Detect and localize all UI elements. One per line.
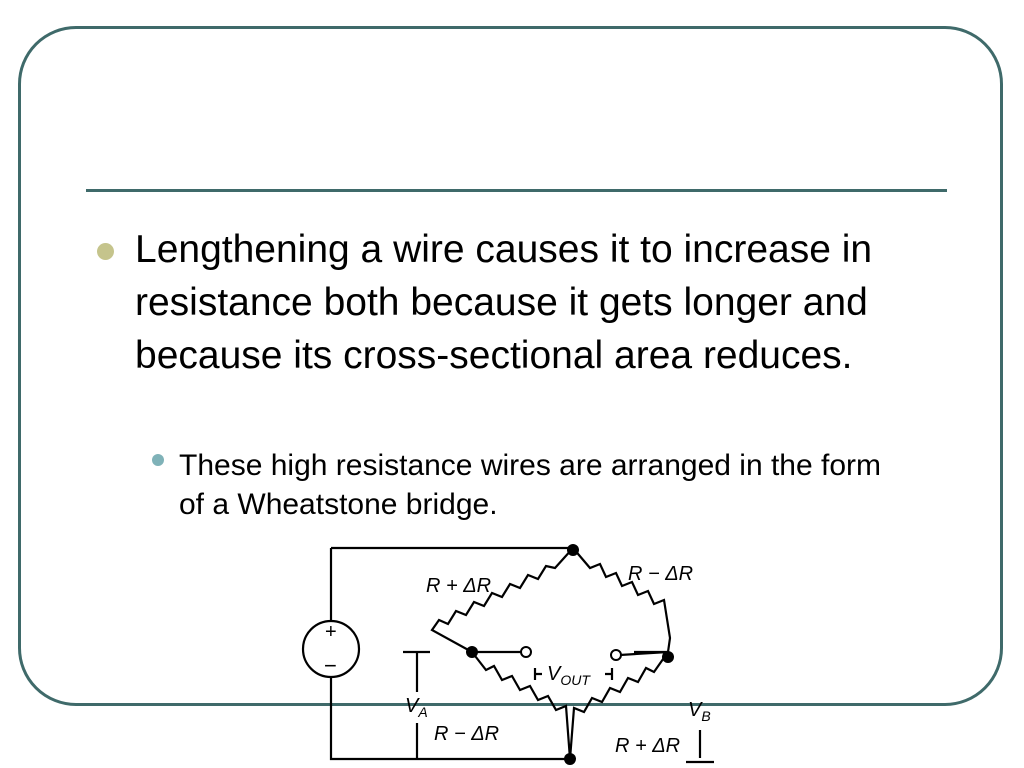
bullet-secondary: These high resistance wires are arranged… [152, 446, 912, 524]
resistor-bottom-left [471, 651, 572, 760]
source-plus: + [325, 621, 337, 643]
voltage-source-icon [301, 619, 361, 679]
label-bottom-right: R + ΔR [615, 735, 680, 757]
bullet-dot-icon [97, 243, 114, 260]
output-terminal-left [520, 646, 532, 658]
resistor-top-left [430, 547, 574, 653]
label-vout: VOUT [547, 663, 591, 688]
node-top [567, 544, 579, 556]
bullet-primary-text: Lengthening a wire causes it to increase… [135, 228, 873, 377]
vb-marker [686, 730, 714, 764]
node-bottom [564, 753, 576, 765]
sub-bullet-dot-icon [152, 454, 164, 466]
output-lead-right [619, 650, 669, 657]
node-left [466, 646, 478, 658]
bullet-secondary-text: These high resistance wires are arranged… [179, 449, 882, 521]
resistor-bottom-right [568, 651, 669, 760]
vout-tee-left [533, 668, 542, 680]
wire-left-lower [329, 678, 570, 761]
label-top-right: R − ΔR [628, 563, 693, 585]
title-divider [86, 189, 947, 192]
label-bottom-left: R − ΔR [434, 723, 499, 745]
va-marker-top [403, 650, 430, 692]
node-right [662, 651, 674, 663]
output-terminal-right [610, 649, 622, 661]
label-top-left: R + ΔR [426, 575, 491, 597]
slide-frame [18, 26, 1003, 706]
bullet-primary: Lengthening a wire causes it to increase… [97, 223, 900, 382]
source-minus: − [324, 653, 337, 678]
label-va: VA [405, 695, 428, 720]
wheatstone-bridge-diagram: R + ΔR R − ΔR R − ΔR R + ΔR + − VA VB VO… [301, 544, 714, 765]
label-vb: VB [688, 699, 711, 724]
resistor-top-right [572, 547, 672, 654]
vout-tee-right [605, 668, 614, 680]
